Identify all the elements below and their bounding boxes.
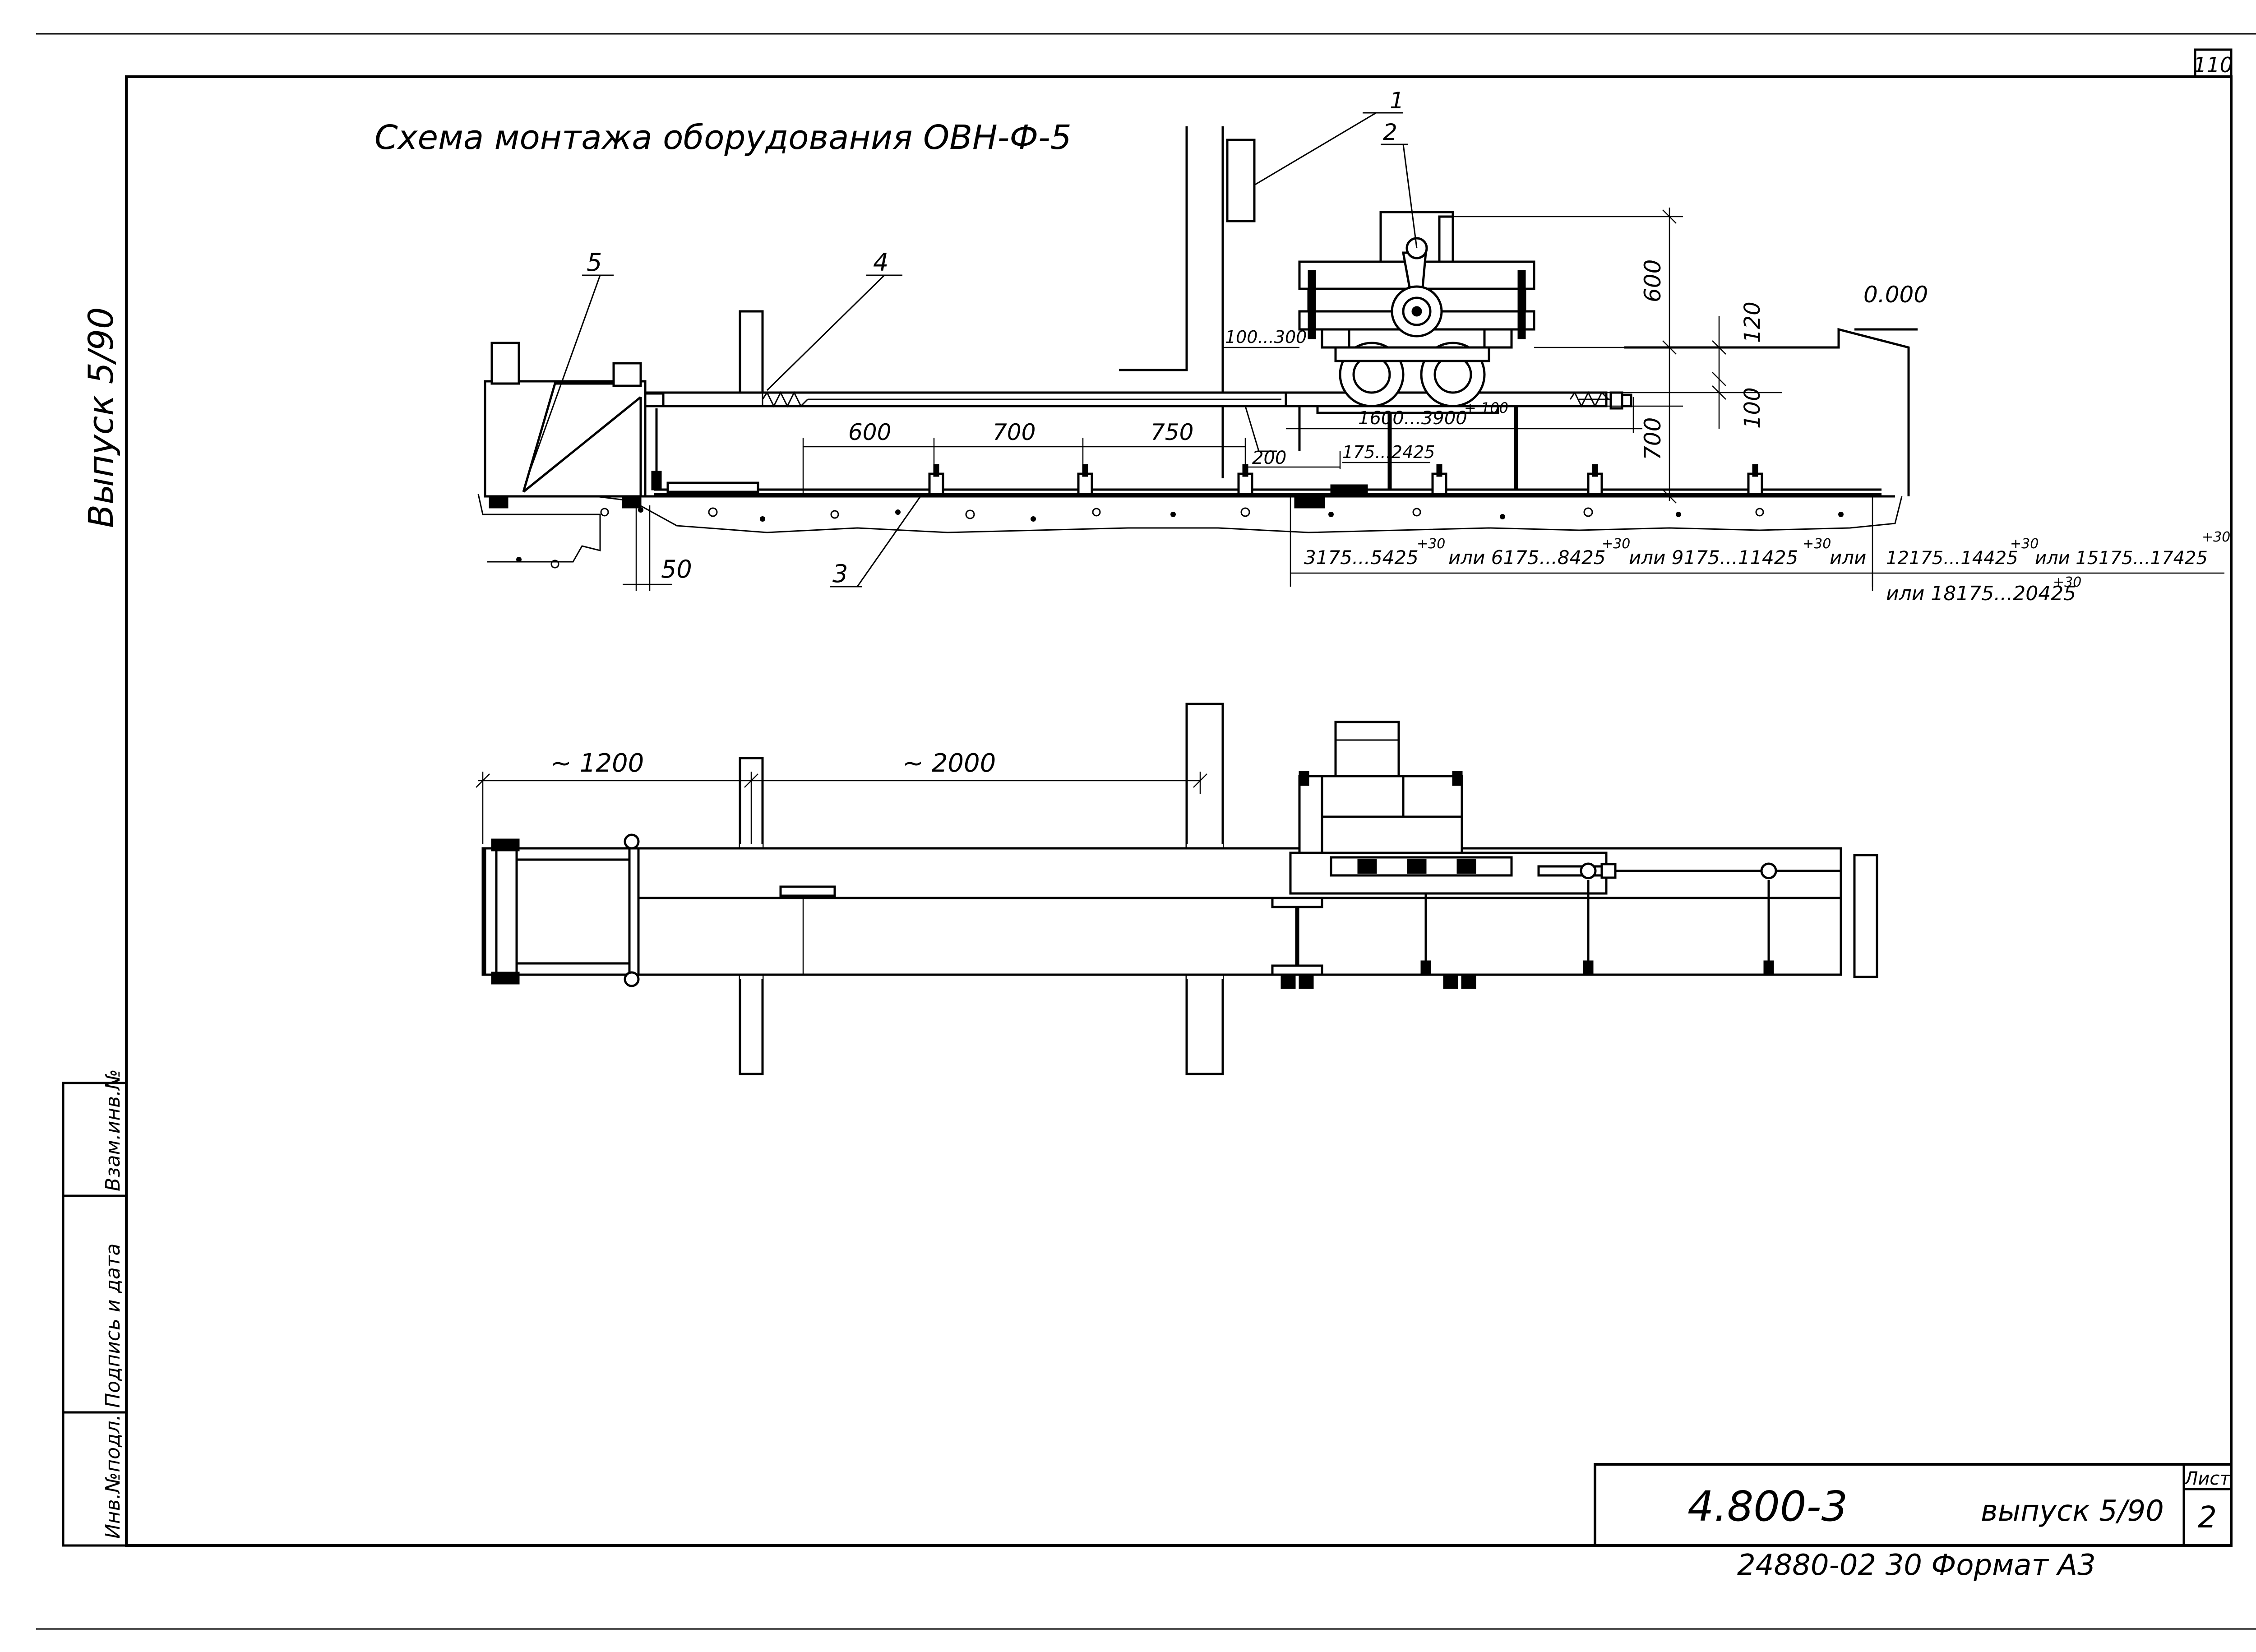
machine-unit [1298,211,1535,414]
dim-200: 200 [1252,448,1286,468]
page-number: 110 [2193,53,2233,77]
plan-dim-1200: ~ 1200 [550,749,644,778]
plan-dim-2000: ~ 2000 [902,749,996,778]
dim-range-4-tol: +30 [2010,536,2039,552]
callout-2: 2 [1383,119,1397,145]
drawing-frame [125,75,2233,1547]
dim-175-2425: 175...2425 [1342,442,1435,462]
concrete-hatch [516,507,1844,569]
sheet-label: Лист [2183,1468,2231,1489]
dim-100: 100 [1740,387,1765,429]
dim-range-3-tol: +30 [1803,536,1831,552]
dim-600-vertical: 600 [1640,259,1666,302]
dim-120: 120 [1740,301,1765,343]
elevation-view: 0.000 [477,88,2230,605]
elevation-mark: 0.000 [1863,282,1928,308]
dim-range-2: или 6175...8425 [1448,546,1606,569]
sheet-number: 2 [2198,1500,2217,1535]
issue-number: выпуск 5/90 [1981,1495,2164,1528]
dim-range-6-tol: +30 [2053,574,2081,590]
dim-700-vertical: 700 [1640,417,1666,460]
stamp-inv-podl: Инв.№подл. [102,1414,125,1539]
left-stamp-strip [62,1082,128,1547]
dim-750: 750 [1151,419,1193,445]
page-number-box [2194,48,2233,78]
dim-700: 700 [993,419,1036,445]
callout-4: 4 [873,248,888,277]
dim-range-1: 3175...5425 [1304,546,1419,569]
dim-1600-3900: 1600...3900 [1358,408,1467,429]
dim-range-4: 12175...14425 [1886,548,2018,569]
dim-range-2-tol: +30 [1602,536,1630,552]
title-block: Лист 2 4.800-3 выпуск 5/90 [1594,1463,2233,1547]
floor-anchors [928,464,1763,495]
dim-range-5: или 15175...17425 [2035,548,2208,569]
dim-range-6: или 18175...20425 [1886,582,2076,605]
dim-range-3: или 9175...11425 [1629,546,1798,569]
dim-50: 50 [661,555,692,583]
stamp-podpis: Подпись и дата [102,1244,125,1408]
plan-view: ~ 1200 ~ 2000 [476,703,1878,1075]
callout-5: 5 [587,248,602,277]
callout-3: 3 [832,560,848,588]
dim-600: 600 [848,419,891,445]
dim-range-5-tol: +30 [2202,529,2230,545]
callout-1: 1 [1390,88,1404,114]
dim-range-1-tol: +30 [1417,536,1445,552]
dim-1600-3900-tol: + 100 [1464,399,1508,416]
dim-100-300: 100...300 [1225,327,1307,347]
document-code: 4.800-3 [1687,1482,1848,1531]
dim-range-or: или [1830,546,1866,569]
side-issue-label: Выпуск 5/90 [81,307,121,528]
drawing-title: Схема монтажа оборудования ОВН-Ф-5 [374,118,1072,157]
stamp-vzam: Взам.инв.№ [102,1069,125,1191]
footer-format: 24880-02 30 Формат А3 [1737,1549,2096,1582]
